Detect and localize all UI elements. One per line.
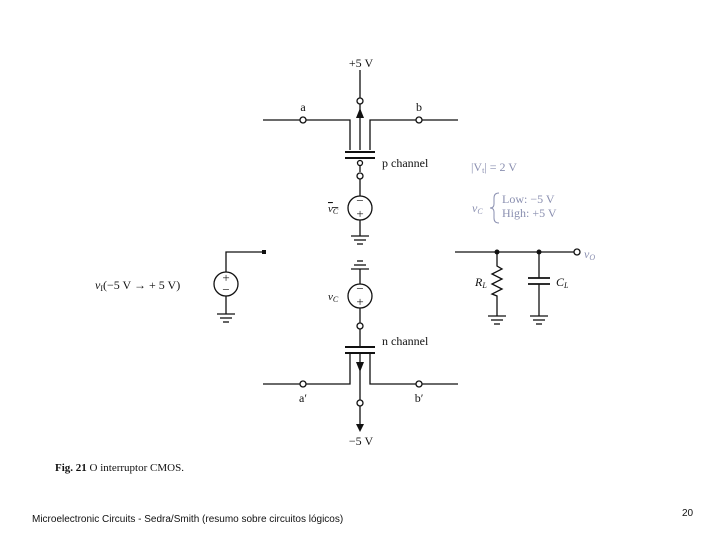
p-channel-arrow <box>356 108 364 118</box>
node-b-prime-label: b′ <box>415 391 424 405</box>
n-gate-terminal <box>356 322 364 330</box>
supply-bottom-label: −5 V <box>349 434 374 448</box>
vc-note-brace <box>489 192 500 224</box>
vc-bar-label: vC <box>328 203 339 216</box>
input-source-plus: + <box>222 270 229 285</box>
n-channel-arrow <box>356 362 364 372</box>
high-note: High: +5 V <box>502 206 557 220</box>
vc-note-var: vC <box>472 201 483 216</box>
n-channel-label: n channel <box>382 334 429 348</box>
footer-text: Microelectronic Circuits - Sedra/Smith (… <box>32 514 344 525</box>
input-source-minus: − <box>222 282 229 297</box>
rl-label: RL <box>474 275 487 290</box>
node-a-prime-label: a′ <box>299 391 307 405</box>
figure-caption-text: O interruptor CMOS. <box>86 462 184 474</box>
bottom-supply-terminal <box>356 399 364 407</box>
node-b-wire <box>369 119 416 150</box>
load-resistor <box>490 252 504 316</box>
input-source-wire-top <box>225 251 262 272</box>
p-gate-terminal <box>356 172 364 180</box>
vt-note: |Vt| = 2 V <box>471 160 517 175</box>
node-a-prime-lead <box>306 353 351 385</box>
node-a-terminal <box>299 116 307 124</box>
node-b-terminal <box>415 116 423 124</box>
upper-source-minus: − <box>356 193 363 208</box>
node-a-label: a <box>300 100 306 114</box>
node-b-prime-terminal <box>415 380 423 388</box>
lower-source-minus: − <box>356 281 363 296</box>
lower-source-plus: + <box>356 294 363 309</box>
figure-caption: Fig. 21 O interruptor CMOS. <box>55 462 184 474</box>
input-label: vI(−5 V → + 5 V) <box>95 278 180 293</box>
supply-top-label: +5 V <box>349 56 374 70</box>
p-channel-label: p channel <box>382 156 429 170</box>
node-b-label: b <box>416 100 422 114</box>
node-b-prime-lead <box>369 353 416 385</box>
node-a-prime-terminal <box>299 380 307 388</box>
output-label: vO <box>584 247 595 262</box>
vc-label: vC <box>328 291 339 304</box>
node-a-to-drain <box>306 119 351 150</box>
figure-label: Fig. 21 <box>55 462 87 474</box>
top-supply-terminal <box>356 97 364 105</box>
cl-label: CL <box>556 275 569 290</box>
bottom-supply-arrow <box>356 424 364 432</box>
input-source-terminal <box>262 250 266 254</box>
low-note: Low: −5 V <box>502 192 555 206</box>
upper-source-plus: + <box>356 206 363 221</box>
p-gate-bubble <box>356 159 364 167</box>
output-terminal <box>573 248 581 256</box>
page-number: 20 <box>682 508 694 519</box>
